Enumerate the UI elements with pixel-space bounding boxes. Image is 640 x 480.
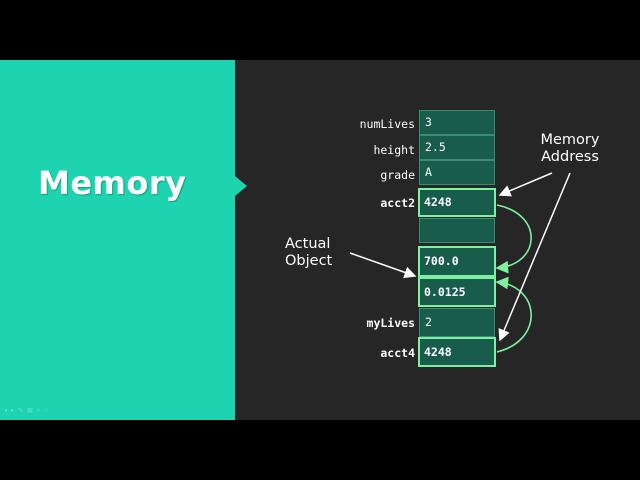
arrows-overlay: [349, 172, 571, 353]
pen-icon[interactable]: ✎: [18, 407, 24, 414]
memory-cell-acct2: 4248: [418, 188, 496, 217]
memory-cell-mylives: 2: [419, 308, 495, 337]
pointer-arc-acct2: [495, 204, 532, 274]
memory-cell-grade: A: [419, 160, 495, 185]
row-label-grade: grade: [380, 168, 415, 182]
memory-address-arrow-2: [498, 172, 571, 342]
next-icon[interactable]: ▸: [11, 407, 15, 414]
player-controls[interactable]: ◂ ▸ ✎ ▦ ⌕ ⋯: [4, 407, 50, 415]
actual-object-arrow: [349, 252, 417, 279]
actual-object-line-2: Object: [285, 253, 333, 269]
memory-address-arrow-1: [498, 172, 553, 197]
memory-cell-empty: [419, 218, 495, 243]
row-label-height: height: [373, 143, 415, 157]
memory-cell-rate: 0.0125: [418, 277, 496, 307]
row-label-acct2: acct2: [380, 196, 415, 210]
memory-cell-acct4: 4248: [418, 337, 496, 367]
memory-address-line-1: Memory: [540, 132, 600, 148]
more-icon[interactable]: ⋯: [44, 407, 51, 414]
panel-notch: [235, 176, 247, 196]
memory-address-label: Memory Address: [532, 132, 608, 166]
memory-address-line-2: Address: [541, 149, 599, 165]
title-panel: Memory ◂ ▸ ✎ ▦ ⌕ ⋯: [0, 60, 235, 420]
grid-icon[interactable]: ▦: [27, 407, 33, 414]
search-icon[interactable]: ⌕: [36, 407, 41, 414]
actual-object-line-1: Actual: [285, 236, 331, 252]
pointer-arc-acct4: [495, 276, 532, 353]
slide-title: Memory: [38, 164, 187, 202]
memory-cell-balance: 700.0: [418, 246, 496, 277]
row-label-numlives: numLives: [359, 117, 415, 131]
row-label-acct4: acct4: [380, 346, 415, 360]
memory-cell-height: 2.5: [419, 135, 495, 160]
memory-cell-numlives: 3: [419, 110, 495, 135]
actual-object-label: Actual Object: [285, 236, 353, 270]
slide: Memory ◂ ▸ ✎ ▦ ⌕ ⋯ numLives height grade…: [0, 60, 640, 420]
prev-icon[interactable]: ◂: [4, 407, 8, 414]
row-label-mylives: myLives: [366, 316, 415, 330]
